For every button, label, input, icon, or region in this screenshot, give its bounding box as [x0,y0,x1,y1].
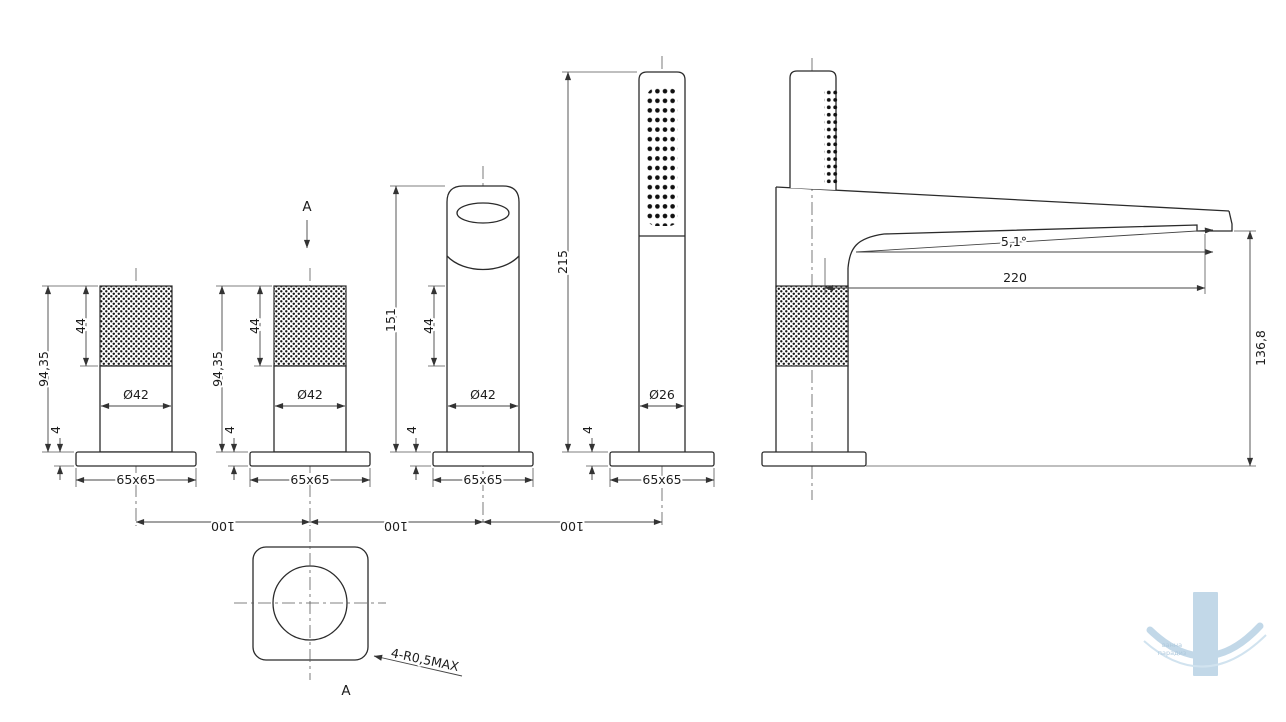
dim-side-reach: 220 [824,234,1206,294]
spout-tip-and-underside [847,210,1233,269]
dim-valve1-diameter: Ø42 [100,385,172,410]
dim-valve2-base: 65x65 [249,468,371,489]
dim-text: 94,35 [36,351,51,387]
hole-spacing-dimensions: 100 100 100 [135,517,663,536]
section-label: A [341,683,351,699]
dim-handshower-total-height: 215 [553,71,637,453]
section-view-a: 4-R0,5MAX A [234,529,463,699]
valve1-body [99,365,173,453]
dim-valve2-total-height: 94,35 [208,285,272,453]
valve2-body [273,365,347,453]
dim-handshower-base: 65x65 [609,468,715,489]
valve2-knurled-grip [273,285,347,367]
spout-waist-line [446,255,520,271]
watermark-text-2: парадиз [1158,649,1187,657]
dim-valve2-diameter: Ø42 [274,385,346,410]
dim-text: 100 [384,519,408,534]
valve2-base-plate [249,451,371,467]
side-base-plate [761,451,867,467]
dim-valve1-total-height: 94,35 [34,285,98,453]
spout-body [446,185,520,452]
dim-handshower-plate-thickness: 4 [578,424,608,480]
radius-note: 4-R0,5MAX [390,645,461,674]
dim-text: 4 [48,426,63,434]
dim-text: 4 [404,426,419,434]
dim-text: 4 [222,426,237,434]
handshower-spray-face [647,88,678,226]
dim-text: 44 [73,318,88,334]
handshower-base-plate [609,451,715,467]
section-arrow-label: A [302,199,312,215]
valve-front-view-1: 94,35 44 4 Ø42 65x65 [34,268,197,526]
handshower-front-view: 215 4 Ø26 65x65 [553,56,715,526]
dim-text: 65x65 [642,472,681,487]
dim-text: 65x65 [116,472,155,487]
dim-side-height: 136,8 [866,230,1270,467]
spout-base-plate [432,451,534,467]
dim-text: Ø42 [470,387,496,402]
dim-handshower-diameter: Ø26 [639,385,685,410]
dim-text: 94,35 [210,351,225,387]
dim-text: Ø42 [123,387,149,402]
dim-valve2-grip-height: 44 [245,285,272,367]
dim-spout-plate-thickness: 4 [402,424,431,480]
dim-spout-diameter: Ø42 [447,385,519,410]
dim-text: 100 [560,519,584,534]
dim-text: 44 [247,318,262,334]
assembly-side-view: 5,1° 220 136,8 [761,58,1270,500]
watermark-bar [1193,592,1218,676]
spout-mouth [456,202,510,224]
watermark-swoosh-thin [1143,634,1267,668]
dim-text: Ø42 [297,387,323,402]
dim-text: 4 [580,426,595,434]
dim-text: 136,8 [1253,330,1268,366]
side-knurled-grip [775,285,849,367]
dim-text: 65x65 [290,472,329,487]
radius-leader-line [373,654,463,677]
watermark: ванна парадиз [1143,592,1267,676]
valve1-knurled-grip [99,285,173,367]
dim-valve1-plate-thickness: 4 [46,424,74,480]
dim-valve1-base: 65x65 [75,468,197,489]
dim-text: 100 [211,519,235,534]
dim-text: 5,1° [1001,234,1027,249]
dim-text: 151 [383,308,398,332]
watermark-text-1: ванна [1162,641,1182,649]
valve1-base-plate [75,451,197,467]
dim-valve1-grip-height: 44 [71,285,98,367]
handshower-spray-dots-side [824,90,839,184]
dim-text: Ø26 [649,387,675,402]
spout-front-view: 151 44 4 Ø42 65x65 [381,166,534,526]
dim-spout-base: 65x65 [432,468,534,489]
dim-text: 220 [1003,270,1027,285]
spout-top-edge [775,186,1230,212]
dim-spout-total-height: 151 [381,185,445,453]
dim-text: 215 [555,250,570,274]
dim-valve2-plate-thickness: 4 [220,424,248,480]
dim-spout-mid-height: 44 [419,285,445,367]
valve-front-view-2: A 94,35 44 4 Ø42 65x65 [208,199,371,526]
watermark-swoosh [1146,622,1264,660]
dim-side-angle: 5,1° [855,227,1214,256]
dim-text: 65x65 [463,472,502,487]
dim-text: 44 [421,318,436,334]
